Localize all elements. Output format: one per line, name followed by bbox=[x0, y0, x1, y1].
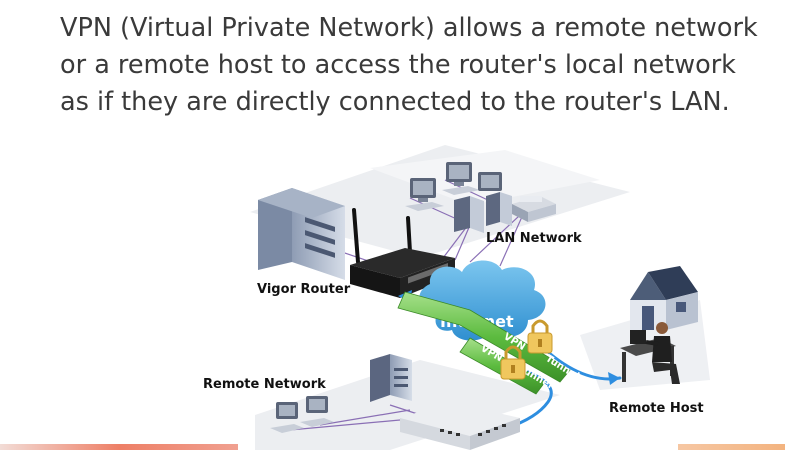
bottom-accent-bar-left bbox=[0, 444, 238, 450]
lan-network-label: LAN Network bbox=[486, 231, 582, 246]
desktop-computer-icon bbox=[405, 178, 444, 211]
house-icon bbox=[630, 266, 698, 330]
remote-server-icon bbox=[370, 354, 412, 402]
remote-host-label: Remote Host bbox=[609, 401, 704, 416]
desktop-computer-icon bbox=[442, 162, 480, 195]
remote-network-ground-plane bbox=[255, 360, 560, 450]
remote-network-label: Remote Network bbox=[203, 377, 326, 392]
network-switch-icon bbox=[400, 402, 520, 450]
desktop-computer-icon bbox=[478, 172, 502, 191]
padlock-icon bbox=[527, 319, 553, 354]
bottom-accent-bar-right bbox=[678, 444, 785, 450]
desktop-computer-icon bbox=[270, 402, 304, 433]
lan-tower-icon bbox=[454, 192, 512, 233]
lan-server-icon bbox=[258, 188, 345, 280]
desktop-computer-icon bbox=[300, 396, 334, 427]
printer-icon bbox=[512, 196, 556, 222]
vigor-router-label: Vigor Router bbox=[257, 282, 351, 297]
padlock-icon bbox=[500, 345, 526, 380]
person-at-desk-icon bbox=[620, 322, 680, 384]
intro-paragraph: VPN (Virtual Private Network) allows a r… bbox=[60, 13, 758, 117]
